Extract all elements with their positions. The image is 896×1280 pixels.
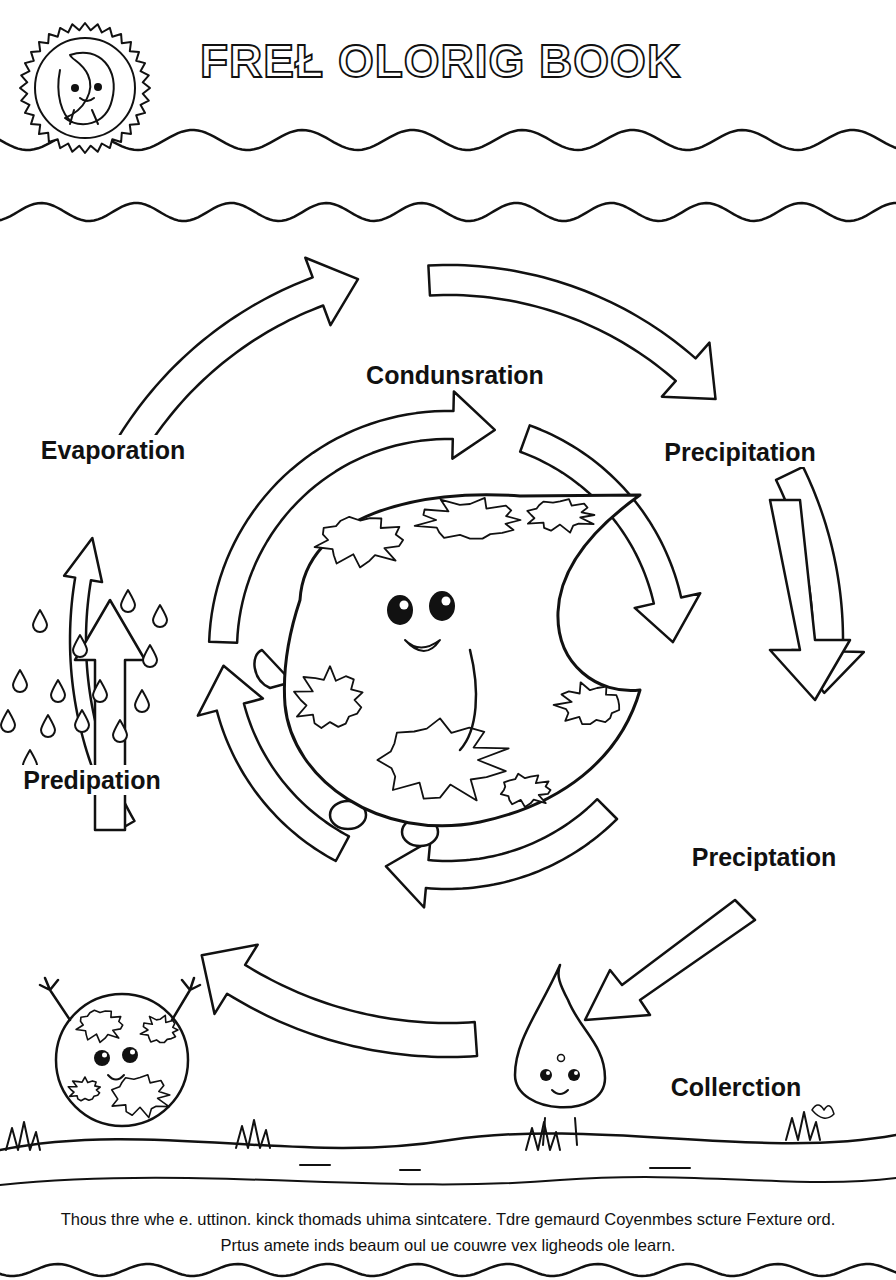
continent [415,498,521,539]
eye [122,1047,138,1063]
sun-rays [20,23,150,153]
water-drop [51,680,65,702]
cycle-arrow [202,945,477,1057]
eye-shine [442,597,451,606]
small-flower [812,1105,834,1118]
globe-arm [460,650,476,750]
continent [112,1075,170,1118]
eye-shine [400,601,409,610]
up-arrow [75,600,145,830]
earth-arm [172,978,200,1020]
stage-label: Condunsration [363,360,547,390]
eye [94,83,102,91]
mouth [80,98,94,101]
cycle-arrow [113,258,358,462]
eye-shine [102,1053,107,1058]
ground-line [0,1133,896,1150]
eye-shine [574,1071,578,1075]
continent [501,774,551,807]
eye [71,84,79,92]
eye [568,1069,580,1081]
water-drop [153,605,167,627]
stage-label: Precipitation [661,437,818,467]
eye-shine [546,1071,550,1075]
stage-label: Evaporation [38,435,188,465]
grass-tuft [786,1112,820,1140]
small-earth [56,994,188,1126]
eye [540,1069,552,1081]
droplet-legs [543,1118,577,1145]
droplet-character [515,965,605,1107]
sun-arms [70,110,98,124]
mouth [405,640,440,651]
continent [527,499,594,532]
water-drop [41,715,55,737]
droplet-dot [558,1055,565,1062]
continent [315,517,404,568]
water-drop [121,590,135,612]
wave-line [0,130,896,150]
wave-line [0,1264,896,1276]
continent [68,1077,100,1101]
stage-label: Predipation [20,765,164,795]
down-arrow [585,900,755,1020]
sun-face-shape [58,70,72,122]
water-drop [93,680,107,702]
water-drop [135,690,149,712]
grass-tuft [6,1122,40,1150]
continent [377,718,508,800]
water-drop [113,720,127,742]
water-drop [33,610,47,632]
sun-disc [35,38,135,138]
water-drop [1,710,15,732]
continent [554,682,620,724]
ground-dash [300,1165,690,1170]
stage-label: Collerction [668,1072,805,1102]
mouth [552,1090,568,1094]
grass-tuft [236,1120,270,1148]
water-drop [13,670,27,692]
continent [76,1010,123,1042]
eye [94,1050,110,1066]
wave-line [0,203,896,221]
caption: Thous thre whe e. uttinon. kinck thomads… [40,1206,856,1258]
page-title: FREŁ OLORIG BOOK [200,34,681,88]
eye-shine [130,1050,135,1055]
sun-face-shape [65,53,114,124]
water-drop [143,645,157,667]
globe-body [284,495,640,826]
down-arrow [770,500,850,700]
eye [387,595,413,625]
ground-line [0,1177,896,1185]
eye [429,591,455,621]
stage-label: Preciptation [689,842,839,872]
mouth [108,1075,124,1080]
earth-arm [40,978,70,1020]
water-drop [75,710,89,732]
water-drop [73,635,87,657]
continent [294,666,363,728]
